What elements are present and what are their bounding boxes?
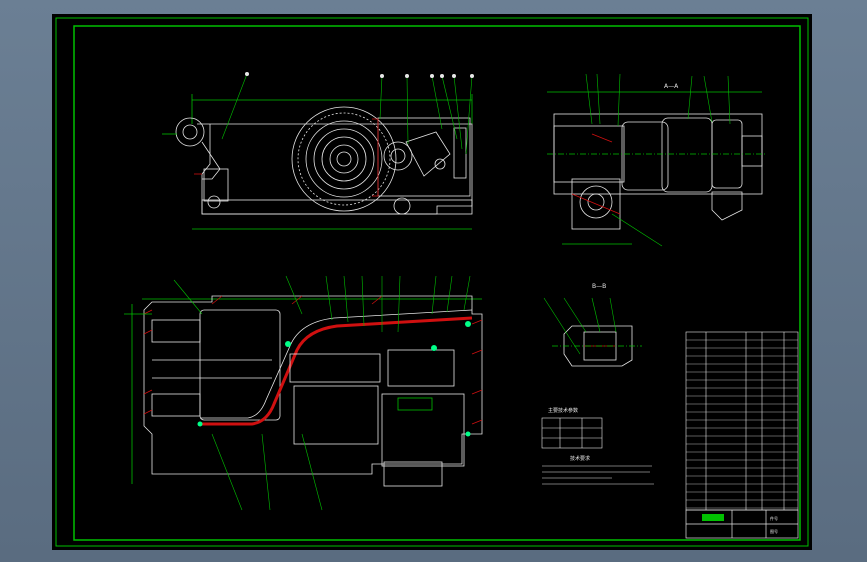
section-label-aa: A—A (664, 83, 679, 90)
section-aa-view (547, 91, 767, 245)
section-bb-view (552, 325, 642, 367)
spec-table-heading: 主要技术参数 (548, 407, 578, 414)
assembly-drawing: A—A (55, 17, 809, 547)
notes-heading: 技术要求 (570, 455, 590, 462)
bill-of-materials (685, 331, 799, 511)
longitudinal-section-view (124, 295, 483, 487)
drawing-number-label: 图号 (770, 528, 778, 534)
spec-table (541, 417, 603, 449)
top-left-view (162, 94, 473, 230)
technical-notes (542, 465, 654, 485)
title-block (685, 509, 799, 539)
cad-canvas[interactable]: A—A (52, 14, 812, 550)
section-label-bb: B—B (592, 283, 606, 290)
gear-wheel (291, 106, 397, 212)
inner-frame (73, 25, 801, 541)
hydraulic-tube (200, 316, 473, 426)
title-block-label: 件号 (770, 515, 778, 521)
outer-frame (55, 17, 809, 547)
